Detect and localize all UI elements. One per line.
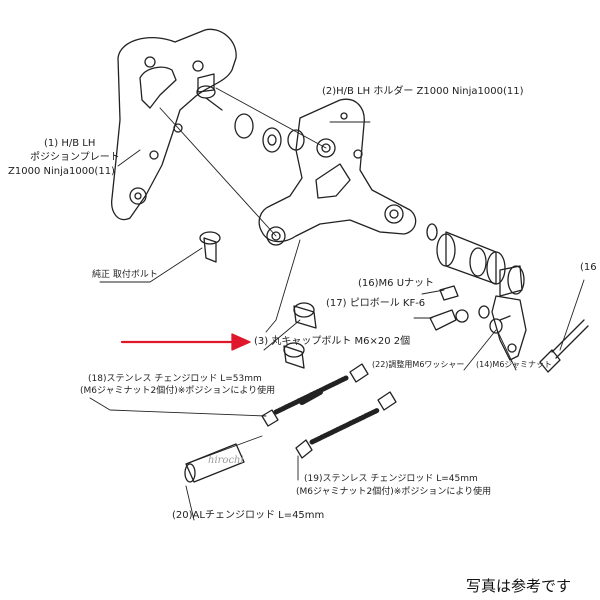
leader-lines xyxy=(89,87,585,521)
pillow-ball xyxy=(429,285,503,334)
change-rod-18 xyxy=(261,363,369,427)
label-holder: (2)H/B LH ホルダー Z1000 Ninja1000(11) xyxy=(322,86,524,97)
position-plate xyxy=(111,28,237,221)
label-rod-18-a: (18)ステンレス チェンジロッド L=53mm xyxy=(88,374,262,384)
label-cap-bolt-3: (3) 丸キャップボルト M6×20 2個 xyxy=(254,336,411,347)
label-pillow-ball-17: (17) ピロボール KF-6 xyxy=(326,298,426,309)
watermark: hirochi xyxy=(208,455,244,466)
shift-lever xyxy=(491,295,527,361)
plate-bolts xyxy=(196,73,305,263)
label-rod-20: (20)ALチェンジロッド L=45mm xyxy=(172,510,325,521)
holder-bracket xyxy=(258,98,417,246)
label-nut-16: (16)M6 Uナット xyxy=(358,278,435,289)
change-rod-20 xyxy=(184,443,245,483)
label-stock-bolt: 純正 取付ボルト xyxy=(92,270,158,280)
label-plate-2: ポジションプレート xyxy=(30,152,120,163)
red-arrow xyxy=(120,333,251,351)
label-washer-22: (22)調整用M6ワッシャー xyxy=(372,360,465,369)
label-plate-1: (1) H/B LH xyxy=(44,138,96,149)
label-rod-19-b: (M6ジャミナット2個付)※ポジションにより使用 xyxy=(296,487,492,497)
label-jam-nut-14: (14)M6ジャミナット xyxy=(476,360,553,369)
pivot-shaft xyxy=(426,223,525,297)
label-edge-16: (16 xyxy=(580,262,597,273)
caption-reference-photo: 写真は参考です xyxy=(466,577,572,595)
right-bolt xyxy=(539,319,589,373)
change-rod-19 xyxy=(295,391,397,459)
label-plate-3: Z1000 Ninja1000(11) xyxy=(8,166,115,177)
cap-bolts xyxy=(283,302,317,369)
label-rod-19-a: (19)ステンレス チェンジロッド L=45mm xyxy=(304,474,478,484)
label-rod-18-b: (M6ジャミナット2個付)※ポジションにより使用 xyxy=(80,386,276,396)
